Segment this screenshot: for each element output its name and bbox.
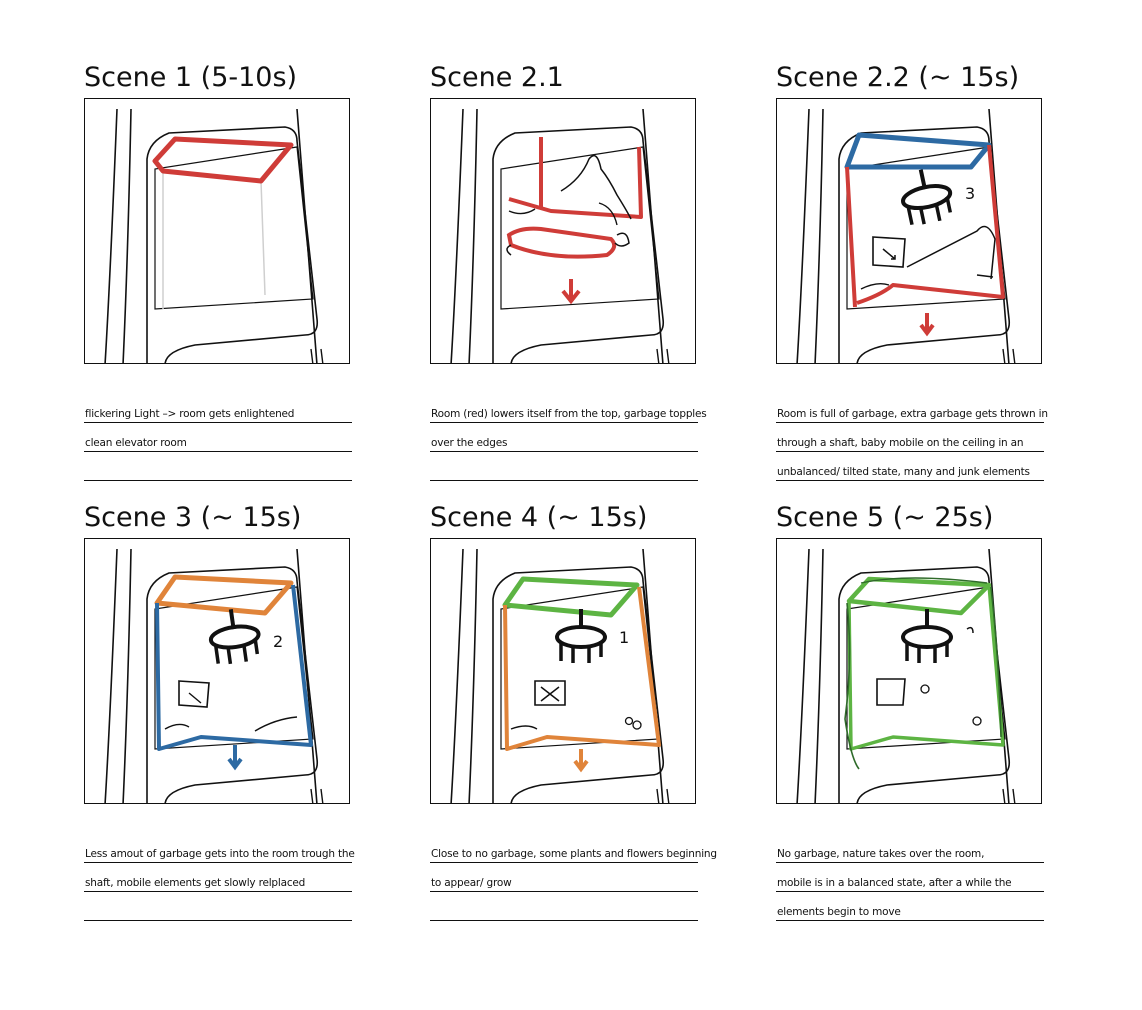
note-line [84, 452, 352, 481]
notes: Room (red) lowers itself from the top, g… [430, 394, 707, 481]
note-line: through a shaft, baby mobile on the ceil… [776, 423, 1044, 452]
scene-sketch [776, 538, 1042, 804]
note-line [430, 892, 698, 921]
note-line: elements begin to move [776, 892, 1044, 921]
note-text: Close to no garbage, some plants and flo… [431, 848, 717, 860]
scene-title: Scene 1 (5-10s) [84, 62, 298, 93]
scene-title: Scene 4 (~ 15s) [430, 502, 648, 533]
svg-text:1: 1 [619, 628, 629, 647]
scene-title: Scene 2.2 (~ 15s) [776, 62, 1020, 93]
note-text: Room is full of garbage, extra garbage g… [777, 408, 1048, 420]
scene-sketch: 2 [84, 538, 350, 804]
note-line: Room (red) lowers itself from the top, g… [430, 394, 707, 423]
svg-text:2: 2 [273, 632, 283, 651]
scene-sketch [84, 98, 350, 364]
note-line: mobile is in a balanced state, after a w… [776, 863, 1044, 892]
notes: Close to no garbage, some plants and flo… [430, 834, 717, 921]
note-line: shaft, mobile elements get slowly relpla… [84, 863, 352, 892]
note-line: flickering Light –> room gets enlightene… [84, 394, 352, 423]
scene-title: Scene 5 (~ 25s) [776, 502, 994, 533]
svg-text:3: 3 [965, 184, 975, 203]
note-text: mobile is in a balanced state, after a w… [777, 877, 1012, 889]
note-line: to appear/ grow [430, 863, 698, 892]
scene-sketch: 3 [776, 98, 1042, 364]
note-text: clean elevator room [85, 437, 187, 449]
note-line: clean elevator room [84, 423, 352, 452]
note-text: flickering Light –> room gets enlightene… [85, 408, 295, 420]
note-text: Room (red) lowers itself from the top, g… [431, 408, 707, 420]
note-line: over the edges [430, 423, 698, 452]
note-text: elements begin to move [777, 906, 901, 918]
note-line: Room is full of garbage, extra garbage g… [776, 394, 1048, 423]
scene-sketch: 1 [430, 538, 696, 804]
notes: Room is full of garbage, extra garbage g… [776, 394, 1048, 481]
mobile-count-label: 1 [619, 628, 629, 647]
note-text: through a shaft, baby mobile on the ceil… [777, 437, 1024, 449]
note-line: No garbage, nature takes over the room, [776, 834, 1044, 863]
notes: Less amout of garbage gets into the room… [84, 834, 355, 921]
note-line [430, 452, 698, 481]
note-line: unbalanced/ tilted state, many and junk … [776, 452, 1044, 481]
note-text: to appear/ grow [431, 877, 512, 889]
note-text: shaft, mobile elements get slowly relpla… [85, 877, 306, 889]
note-text: Less amout of garbage gets into the room… [85, 848, 355, 860]
note-line: Close to no garbage, some plants and flo… [430, 834, 717, 863]
note-line: Less amout of garbage gets into the room… [84, 834, 355, 863]
scene-sketch [430, 98, 696, 364]
note-text: unbalanced/ tilted state, many and junk … [777, 466, 1030, 478]
mobile-count-label: 3 [965, 184, 975, 203]
scene-title: Scene 2.1 [430, 62, 564, 93]
note-text: over the edges [431, 437, 508, 449]
note-line [84, 892, 352, 921]
note-text: No garbage, nature takes over the room, [777, 848, 985, 860]
notes: flickering Light –> room gets enlightene… [84, 394, 352, 481]
mobile-count-label: 2 [273, 632, 283, 651]
notes: No garbage, nature takes over the room, … [776, 834, 1044, 921]
scene-title: Scene 3 (~ 15s) [84, 502, 302, 533]
